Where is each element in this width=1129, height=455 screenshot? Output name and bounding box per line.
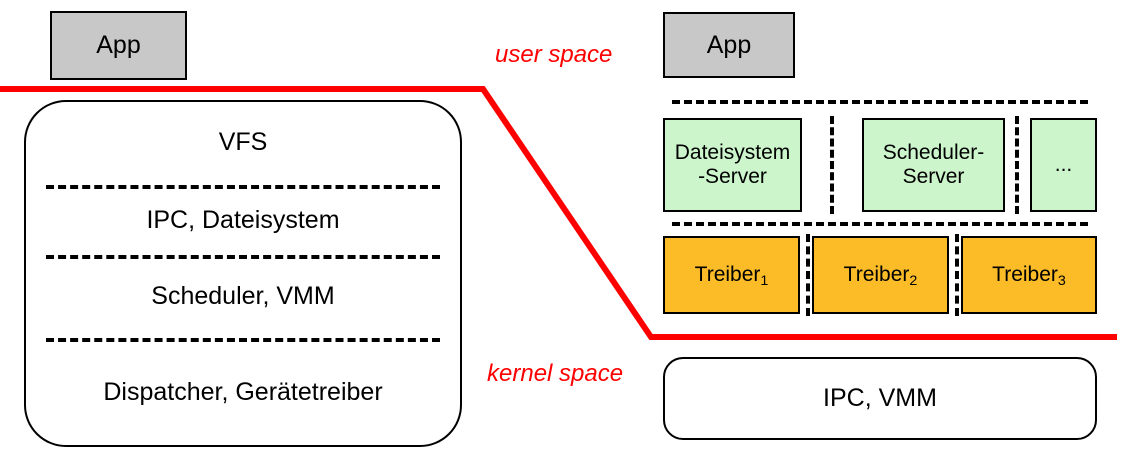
- monolithic-layer-scheduler-vmm: Scheduler, VMM: [151, 282, 335, 310]
- server-band-top-dashed-rule: [672, 100, 1088, 104]
- driver-label: Treiber: [992, 262, 1058, 286]
- driver-separator-2: [955, 234, 959, 316]
- app-box-left: App: [50, 11, 187, 80]
- server-box-ellipsis: ...: [1030, 118, 1097, 212]
- kernel-space-label: kernel space: [487, 360, 624, 387]
- server-label-line1: Scheduler-: [882, 140, 985, 164]
- server-label-line2: Server: [902, 165, 965, 188]
- driver-label: Treiber: [843, 262, 910, 286]
- microkernel-base-box: IPC, VMM: [663, 357, 1097, 440]
- monolithic-divider-3: [46, 338, 440, 342]
- monolithic-layer-dispatcher-geraetetreiber: Dispatcher, Gerätetreiber: [103, 378, 383, 406]
- monolithic-layer-ipc-dateisystem: IPC, Dateisystem: [146, 205, 340, 234]
- user-space-label: user space: [495, 41, 613, 68]
- server-label-line1: Dateisystem: [674, 140, 791, 164]
- server-separator-1: [830, 116, 834, 214]
- driver-index: 1: [760, 272, 769, 289]
- server-separator-2: [1015, 116, 1019, 214]
- driver-box-treiber-1: Treiber1: [663, 236, 800, 314]
- monolithic-layer-vfs: VFS: [218, 128, 268, 156]
- server-box-scheduler: Scheduler- Server: [862, 118, 1005, 212]
- driver-box-treiber-2: Treiber2: [812, 236, 949, 314]
- driver-label: Treiber: [694, 262, 761, 286]
- driver-separator-1: [806, 234, 810, 316]
- driver-index: 2: [909, 272, 918, 289]
- app-box-right: App: [663, 12, 795, 78]
- server-label-line2: -Server: [698, 165, 767, 188]
- driver-index: 3: [1057, 272, 1066, 289]
- driver-box-treiber-3: Treiber3: [961, 236, 1097, 314]
- server-band-bottom-dashed-rule: [672, 222, 1088, 226]
- server-box-dateisystem: Dateisystem -Server: [663, 118, 802, 212]
